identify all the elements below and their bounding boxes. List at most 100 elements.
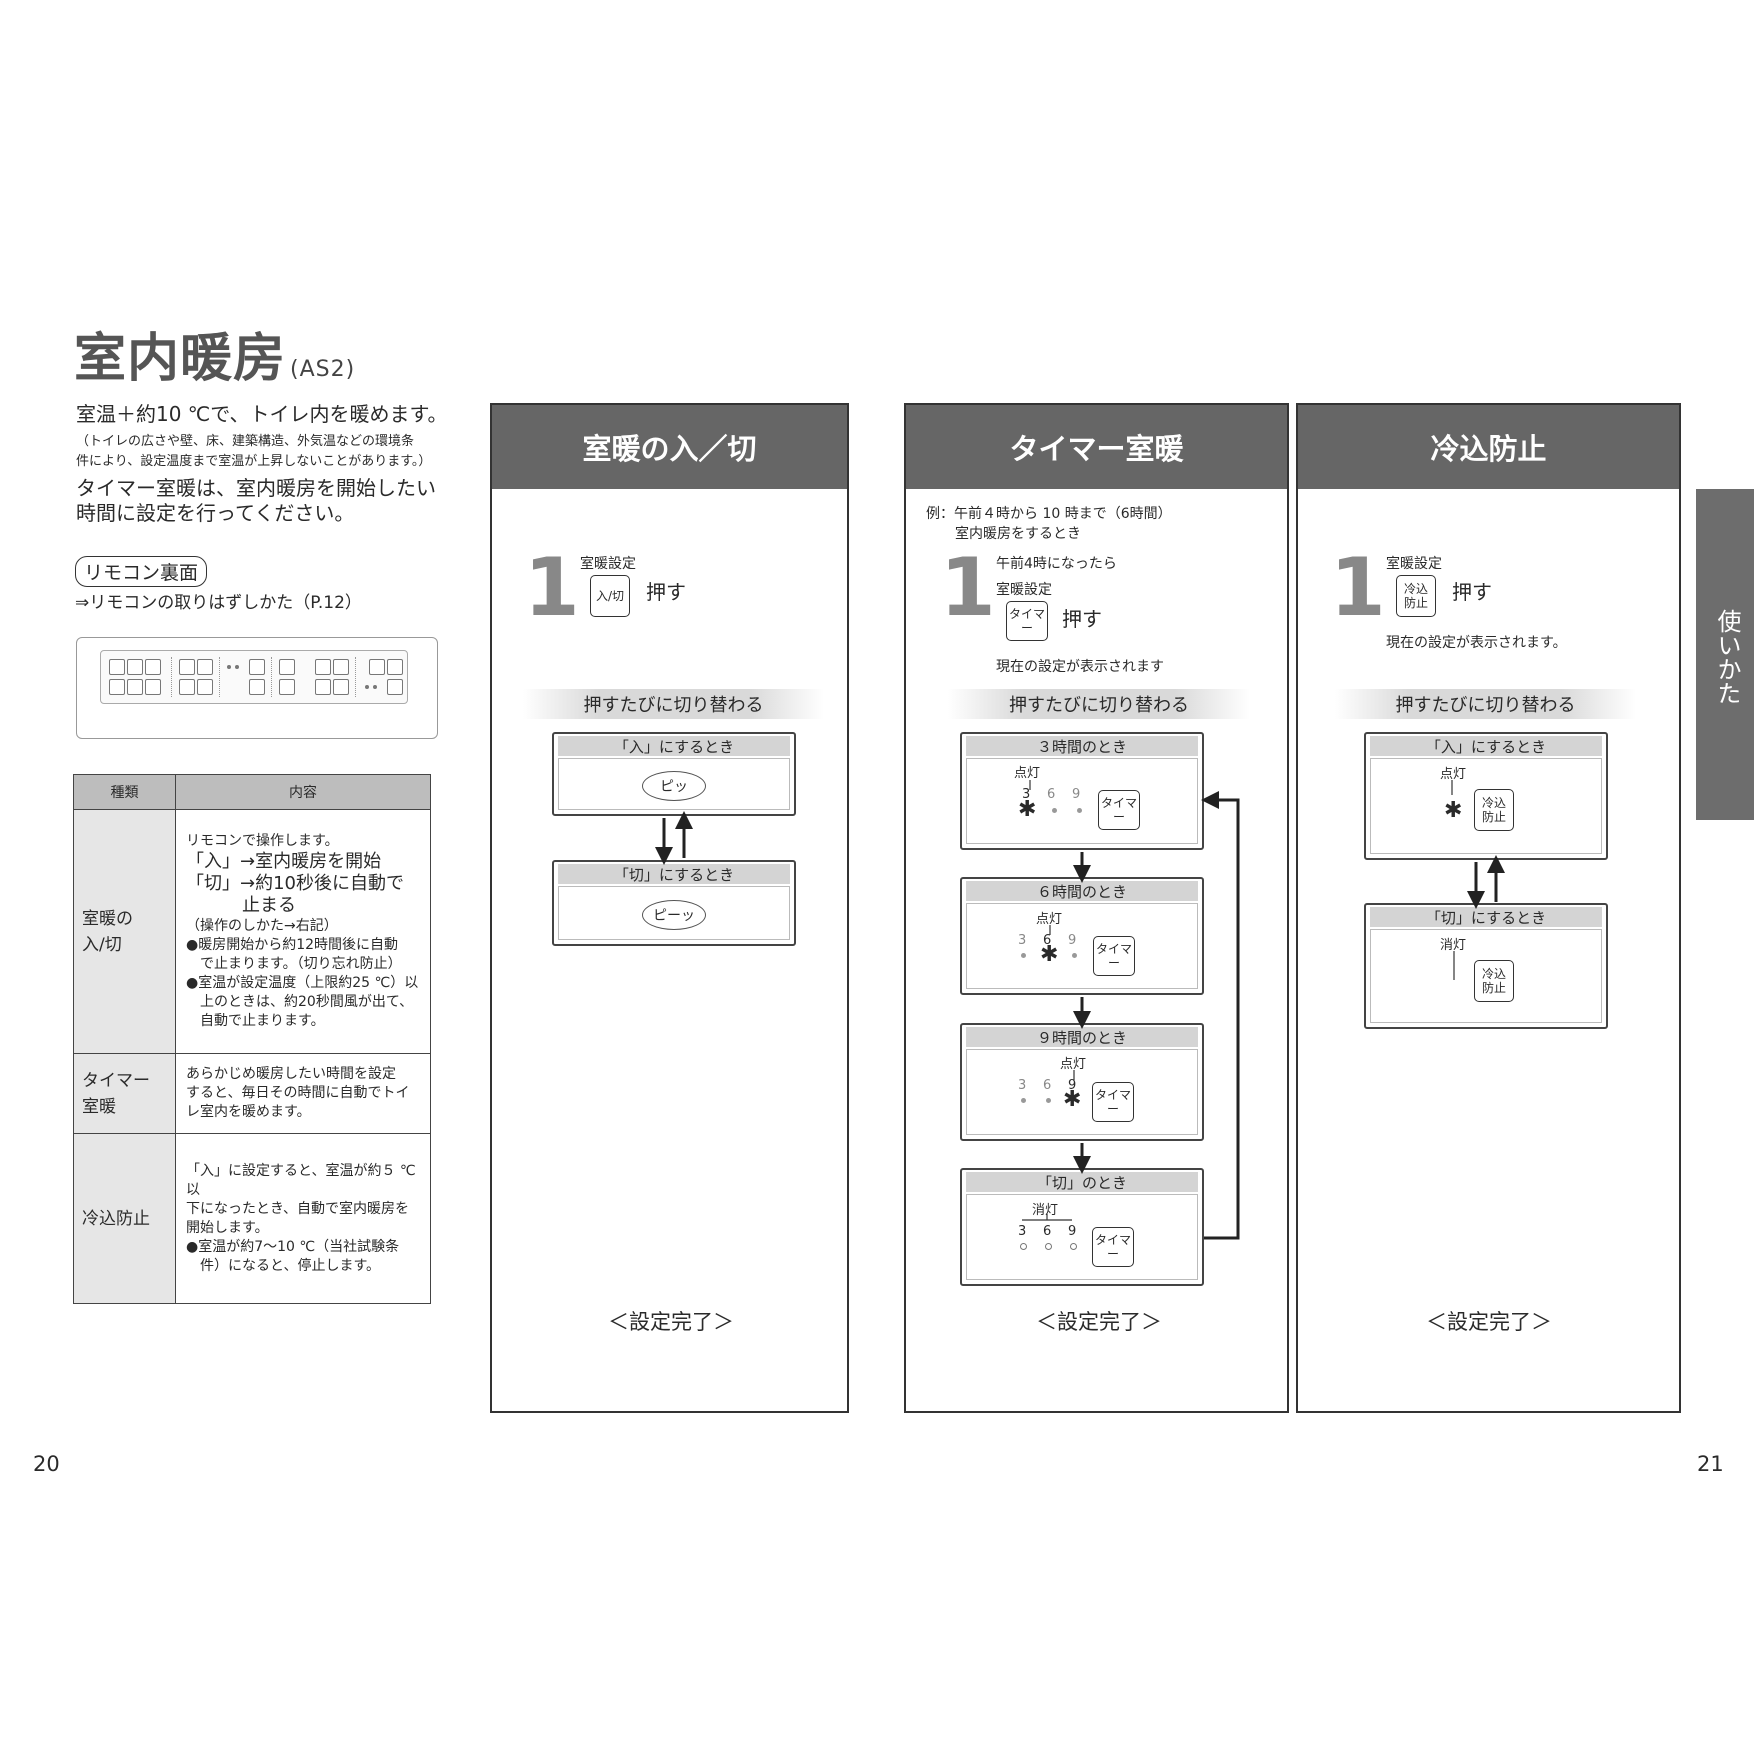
intro-note: （トイレの広さや壁、床、建築構造、外気温などの環境条件により、設定温度まで室温が…: [76, 434, 432, 469]
table-header-type: 種類: [73, 774, 176, 810]
example-text-2: 室内暖房をするとき: [955, 526, 1081, 542]
hour-label: 6: [1043, 1078, 1052, 1093]
page-subtitle: (AS2): [290, 357, 356, 382]
cold-prevention-button[interactable]: 冷込防止: [1396, 575, 1436, 617]
state-6h: ６時間のとき: [960, 877, 1204, 995]
page-title: 室内暖房(AS2): [74, 329, 356, 389]
state-title: 「切」にするとき: [1370, 907, 1602, 927]
state-title: 「切」にするとき: [558, 864, 790, 884]
push-instruction: 押す: [1062, 607, 1102, 631]
lamp-label: 消灯: [1032, 1203, 1059, 1218]
lamp-blink-icon: ✱: [1018, 797, 1037, 822]
hour-label: 3: [1018, 1224, 1027, 1239]
panel-on-off: 室暖の入／切: [490, 403, 849, 1413]
table-value: あらかじめ暖房したい時間を設定すると、毎日その時間に自動でトイレ室内を暖めます。: [175, 1053, 431, 1134]
timer-button: タイマー: [1092, 1082, 1134, 1122]
table-row: 冷込防止 「入」に設定すると、室温が約５ ℃以下になったとき、自動で室内暖房を開…: [73, 1133, 431, 1304]
hour-label: 6: [1043, 1224, 1052, 1239]
hour-label: 3: [1018, 933, 1027, 948]
lamp-off-icon: [1052, 808, 1057, 813]
lamp-label: 点灯: [1036, 912, 1063, 927]
step-label: 室暖設定: [1386, 556, 1442, 572]
state-title: 「入」にするとき: [558, 736, 790, 756]
state-title: 「入」にするとき: [1370, 736, 1602, 756]
setting-complete-text: ＜設定完了＞: [608, 1310, 734, 1334]
table-row: タイマー室暖 あらかじめ暖房したい時間を設定すると、毎日その時間に自動でトイレ室…: [73, 1053, 431, 1134]
display-note: 現在の設定が表示されます。: [1386, 635, 1567, 651]
table-header-content: 内容: [175, 774, 431, 810]
state-9h: ９時間のとき: [960, 1023, 1204, 1141]
table-row: 室暖の入/切 リモコンで操作します。 「入」→室内暖房を開始 「切」→約10秒後…: [73, 809, 431, 1054]
state-title: ６時間のとき: [966, 881, 1198, 901]
step-condition: 午前4時になったら: [996, 556, 1117, 572]
timer-button: タイマー: [1092, 1227, 1134, 1267]
table-key: 室暖の入/切: [73, 809, 176, 1054]
switch-note: 押すたびに切り替わる: [523, 689, 824, 719]
cold-prevention-button: 冷込防止: [1474, 960, 1514, 1002]
beep-sound-icon: ピッ: [642, 771, 706, 801]
state-on: 「入」にするとき: [1364, 732, 1608, 860]
cold-prevention-button: 冷込防止: [1474, 789, 1514, 831]
feature-table: 種類 内容 室暖の入/切 リモコンで操作します。 「入」→室内暖房を開始 「切」…: [73, 774, 431, 1304]
state-title: 「切」のとき: [966, 1172, 1198, 1192]
lamp-label: 点灯: [1060, 1057, 1087, 1072]
page-number-left: 20: [33, 1452, 60, 1476]
step-number: 1: [940, 541, 996, 634]
push-instruction: 押す: [1452, 580, 1492, 604]
lamp-off-icon: [1021, 1098, 1026, 1103]
remote-removal-link[interactable]: ⇒リモコンの取りはずしかた（P.12）: [75, 593, 362, 613]
hour-label: 9: [1068, 933, 1077, 948]
timer-button: タイマー: [1098, 790, 1140, 830]
setting-complete-text: ＜設定完了＞: [1036, 1310, 1162, 1334]
remote-panel-illustration: [100, 650, 408, 704]
lamp-label: 点灯: [1014, 766, 1041, 781]
lamp-blink-icon: ✱: [1063, 1087, 1082, 1112]
lamp-off-icon: [1077, 808, 1082, 813]
hour-label: 9: [1072, 787, 1081, 802]
switch-note: 押すたびに切り替わる: [1335, 689, 1636, 719]
example-text: 例：午前４時から 10 時まで（6時間）: [926, 506, 1172, 522]
state-off: 「切」にするとき: [552, 860, 796, 946]
lamp-blink-icon: ✱: [1040, 942, 1059, 967]
page-number-right: 21: [1697, 1452, 1724, 1476]
panel-timer-heading: タイマー室暖: [906, 405, 1287, 489]
table-value: 「入」に設定すると、室温が約５ ℃以下になったとき、自動で室内暖房を開始します。…: [175, 1133, 431, 1304]
side-tab[interactable]: 使いかた: [1696, 489, 1754, 820]
hour-label: 3: [1022, 787, 1031, 802]
state-title: ３時間のとき: [966, 736, 1198, 756]
step-number: 1: [1330, 541, 1386, 634]
state-title: ９時間のとき: [966, 1027, 1198, 1047]
intro-timer-text: タイマー室暖は、室内暖房を開始したい時間に設定を行ってください。: [76, 476, 436, 525]
long-beep-sound-icon: ピーッ: [642, 900, 706, 930]
lamp-off-icon: [1020, 1243, 1027, 1250]
panel-cold-prevention-heading: 冷込防止: [1298, 405, 1679, 489]
lamp-off-icon: [1072, 953, 1077, 958]
push-instruction: 押す: [646, 580, 686, 604]
remote-back-tag: リモコン裏面: [75, 556, 208, 587]
step-number: 1: [524, 541, 580, 634]
panel-on-off-heading: 室暖の入／切: [492, 405, 847, 489]
lamp-blink-icon: ✱: [1444, 798, 1463, 823]
panel-timer: タイマー室暖: [904, 403, 1289, 1413]
lamp-label: 消灯: [1440, 938, 1467, 953]
display-note: 現在の設定が表示されます: [996, 659, 1164, 675]
panel-cold-prevention: 冷込防止: [1296, 403, 1681, 1413]
hour-label: 9: [1068, 1224, 1077, 1239]
lamp-label: 点灯: [1440, 767, 1467, 782]
setting-complete-text: ＜設定完了＞: [1426, 1310, 1552, 1334]
on-off-button[interactable]: 入/切: [590, 575, 630, 617]
lamp-off-icon: [1070, 1243, 1077, 1250]
timer-button[interactable]: タイマー: [1006, 601, 1048, 641]
hour-label: 9: [1068, 1078, 1077, 1093]
switch-note: 押すたびに切り替わる: [948, 689, 1250, 719]
state-timer-off: 「切」のとき: [960, 1168, 1204, 1286]
lamp-off-icon: [1046, 1098, 1051, 1103]
table-value: リモコンで操作します。 「入」→室内暖房を開始 「切」→約10秒後に自動で 止ま…: [175, 809, 431, 1054]
step-label: 室暖設定: [580, 556, 636, 572]
intro-text: 室温＋約10 ℃で、トイレ内を暖めます。: [76, 402, 448, 426]
hour-label: 3: [1018, 1078, 1027, 1093]
remote-illustration: [76, 637, 438, 739]
hour-label: 6: [1047, 787, 1056, 802]
loop-arrow-icon: [1201, 791, 1240, 1240]
